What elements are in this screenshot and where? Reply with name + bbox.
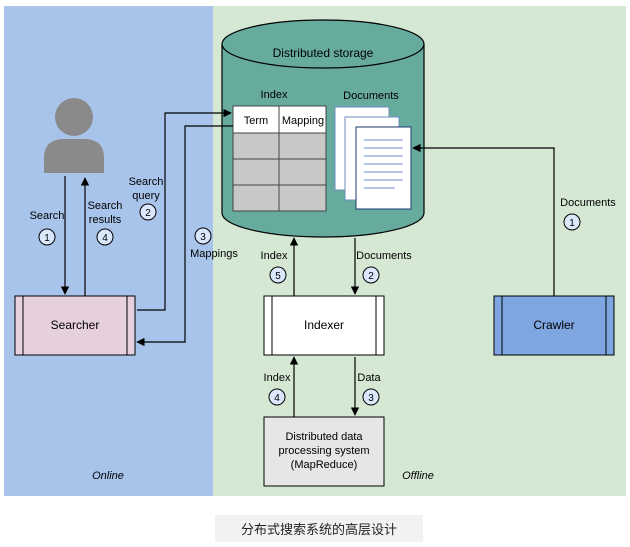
svg-text:1: 1 — [569, 218, 575, 229]
index-dps-edge-label: Index — [264, 372, 291, 384]
step-badge: 1 — [563, 213, 581, 231]
crawler-label: Crawler — [533, 318, 574, 332]
search-query-arrow — [137, 108, 232, 311]
crawler-documents-arrow — [412, 143, 555, 296]
storage-title: Distributed storage — [273, 46, 374, 60]
searcher-box — [14, 295, 136, 356]
search-query-edge-label-1: Search — [129, 176, 164, 188]
figure-caption: 分布式搜索系统的高层设计 — [215, 515, 423, 542]
svg-text:2: 2 — [368, 271, 374, 282]
figure-caption-text: 分布式搜索系统的高层设计 — [240, 523, 397, 538]
indexer-label: Indexer — [304, 318, 344, 332]
svg-text:4: 4 — [102, 233, 108, 244]
online-zone — [4, 6, 213, 496]
storage-documents-label: Documents — [343, 90, 399, 102]
svg-text:5: 5 — [275, 271, 281, 282]
user-icon — [44, 98, 104, 173]
table-header-term: Term — [244, 115, 268, 127]
search-edge-label: Search — [30, 210, 65, 222]
index-table — [232, 105, 327, 212]
mappings-arrow — [136, 125, 233, 347]
document-stack-icon — [334, 106, 412, 210]
table-header-mapping: Mapping — [282, 115, 324, 127]
dps-label-line2: processing system — [278, 445, 369, 457]
storage-index-label: Index — [261, 89, 288, 101]
step-badge: 1 — [38, 228, 56, 246]
online-zone-label: Online — [92, 470, 124, 482]
step-badge: 5 — [269, 266, 287, 284]
search-query-edge-label-2: query — [132, 190, 160, 202]
svg-text:3: 3 — [200, 232, 206, 243]
mappings-edge-label: Mappings — [190, 248, 238, 260]
documents-down-edge-label: Documents — [356, 250, 412, 262]
step-badge: 2 — [362, 266, 380, 284]
data-dps-edge-label: Data — [357, 372, 381, 384]
dps-label-line3: (MapReduce) — [291, 459, 358, 471]
dps-label-line1: Distributed data — [285, 431, 363, 443]
dps-box — [263, 416, 385, 487]
svg-text:4: 4 — [274, 393, 280, 404]
step-badge: 3 — [362, 388, 380, 406]
searcher-label: Searcher — [51, 318, 100, 332]
indexer-box — [263, 295, 385, 356]
index-up-edge-label: Index — [261, 250, 288, 262]
svg-text:1: 1 — [44, 233, 50, 244]
step-badge: 4 — [96, 228, 114, 246]
step-badge: 3 — [194, 227, 212, 245]
step-badge: 2 — [139, 203, 157, 221]
search-results-edge-label-2: results — [89, 214, 122, 226]
search-results-edge-label-1: Search — [88, 200, 123, 212]
crawler-documents-edge-label: Documents — [560, 197, 616, 209]
offline-zone-label: Offline — [402, 470, 434, 482]
svg-text:2: 2 — [145, 208, 151, 219]
step-badge: 4 — [268, 388, 286, 406]
svg-text:3: 3 — [368, 393, 374, 404]
